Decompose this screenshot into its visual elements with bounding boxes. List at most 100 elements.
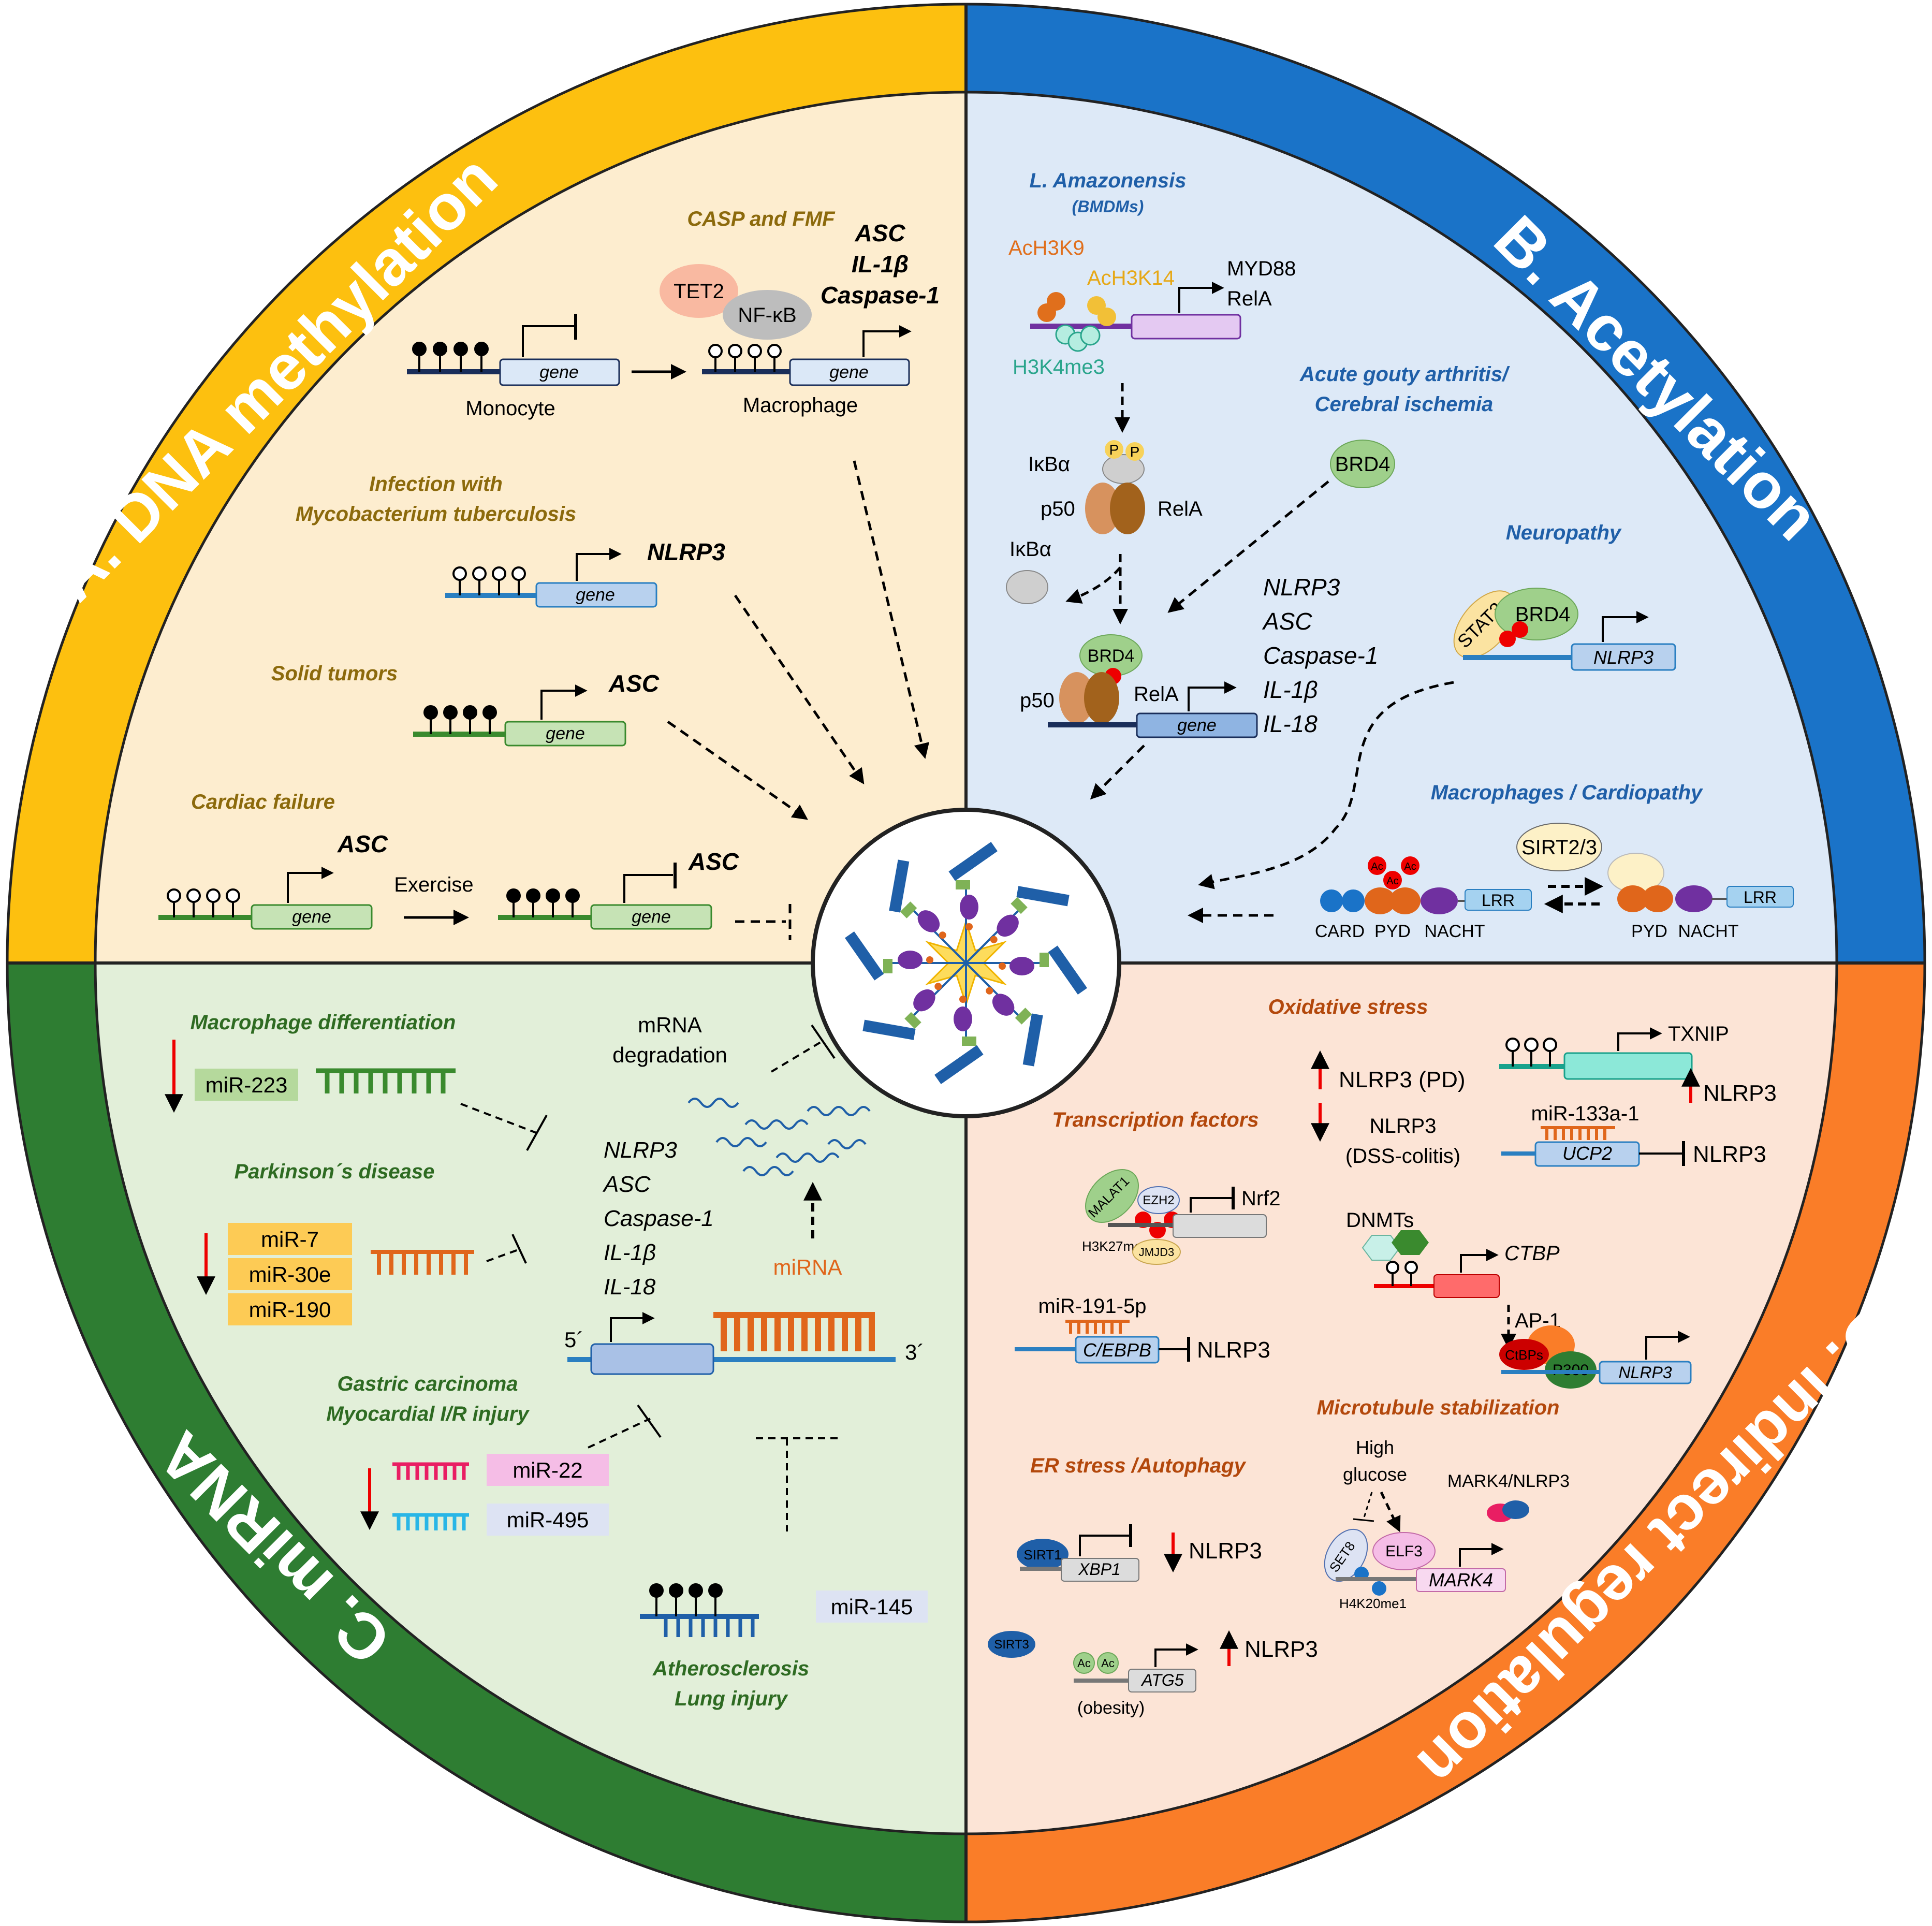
lrr-2 bbox=[1726, 886, 1794, 908]
target-il1b: IL-1β bbox=[1263, 676, 1318, 703]
asc-cardiac-label-1: ASC bbox=[337, 830, 388, 857]
brd4-free-label: BRD4 bbox=[1335, 453, 1391, 476]
dashed-brd4 bbox=[1167, 480, 1329, 613]
cardiac-gene-box-1 bbox=[251, 904, 373, 930]
dashed-to-center-b bbox=[1090, 745, 1145, 800]
gastric-1: Gastric carcinoma bbox=[337, 1373, 518, 1395]
nfkb-protein bbox=[723, 290, 812, 340]
athero-2: Lung injury bbox=[675, 1687, 788, 1710]
nlrp3-atg5: NLRP3 bbox=[1245, 1637, 1318, 1662]
methyl-groups-open bbox=[708, 344, 782, 372]
lrr-1 bbox=[1465, 889, 1532, 911]
dashed-glucose-1 bbox=[1363, 1492, 1373, 1520]
c-target-il18: IL-18 bbox=[604, 1274, 656, 1300]
ctbp-label: CTBP bbox=[1504, 1242, 1560, 1265]
c-target-asc: ASC bbox=[602, 1172, 651, 1197]
solid-gene-label: gene bbox=[546, 724, 585, 743]
nrf2-repress bbox=[1190, 1197, 1232, 1213]
methyl-groups-filled-cardiac bbox=[506, 888, 580, 917]
rela-protein-2 bbox=[1084, 672, 1119, 724]
nlrp3-txnip: NLRP3 bbox=[1703, 1081, 1777, 1106]
brd4-free bbox=[1330, 440, 1395, 488]
jmjd3-label: JMJD3 bbox=[1139, 1246, 1174, 1259]
rela-protein-1 bbox=[1110, 483, 1145, 534]
sirt23-label: SIRT2/3 bbox=[1521, 836, 1597, 859]
methyl-groups-open-inf bbox=[452, 566, 526, 595]
pyd-2 bbox=[1389, 887, 1421, 914]
three-prime: 3´ bbox=[905, 1340, 924, 1364]
mark4-promoter bbox=[1459, 1543, 1504, 1567]
txnip-promoter bbox=[1617, 1027, 1662, 1051]
set8 bbox=[1324, 1528, 1368, 1582]
tet2-protein bbox=[660, 264, 738, 318]
nlrp3-ucp2: NLRP3 bbox=[1693, 1142, 1766, 1167]
dnmt-hex-1 bbox=[1362, 1235, 1401, 1261]
asc-cardiac-label-2: ASC bbox=[688, 848, 739, 875]
c-target-il1b: IL-1β bbox=[604, 1240, 656, 1265]
p-label-2: P bbox=[1130, 444, 1140, 460]
h4k20me1-label: H4K20me1 bbox=[1339, 1596, 1407, 1611]
p-label-1: P bbox=[1109, 442, 1119, 458]
inhibit-deg-bar bbox=[811, 1024, 836, 1059]
ac-atg5-2 bbox=[1097, 1652, 1119, 1674]
dnmts-label: DNMTs bbox=[1346, 1209, 1414, 1232]
inhibit-gastric-bar bbox=[637, 1404, 662, 1438]
methyl-groups-open-cardiac bbox=[167, 888, 240, 917]
ac-atg5-1 bbox=[1073, 1652, 1095, 1674]
mir191-label: miR-191-5p bbox=[1038, 1295, 1147, 1318]
quadrant-b-content: L. Amazonensis (BMDMs) AcH3K9 AcH3K14 MY… bbox=[1006, 169, 1794, 941]
monocyte-gene-box bbox=[499, 358, 620, 386]
inhibit-223-bar bbox=[526, 1115, 548, 1151]
dss-label: (DSS-colitis) bbox=[1345, 1145, 1460, 1168]
txnip-label: TXNIP bbox=[1668, 1023, 1729, 1045]
mir190-label: miR-190 bbox=[249, 1297, 331, 1322]
myd88-label: MYD88 bbox=[1227, 257, 1296, 280]
sirt23-protein bbox=[1516, 823, 1602, 871]
target-nlrp3: NLRP3 bbox=[1263, 574, 1340, 601]
exercise-label: Exercise bbox=[394, 873, 473, 896]
atg5-label: ATG5 bbox=[1140, 1671, 1183, 1689]
methyl-groups-filled bbox=[412, 342, 489, 372]
lrr-label-1: LRR bbox=[1482, 891, 1515, 910]
gene-il1b-top: IL-1β bbox=[852, 251, 909, 278]
methyl-groups-athero bbox=[649, 1583, 723, 1616]
sirt3 bbox=[988, 1631, 1035, 1658]
degraded-mrna bbox=[687, 1098, 871, 1176]
mark4-box bbox=[1416, 1568, 1506, 1592]
ctbps-label: CtBPs bbox=[1505, 1347, 1543, 1363]
inflammasome-spokes bbox=[844, 841, 1088, 1085]
tf-label: Transcription factors bbox=[1052, 1108, 1258, 1131]
p50-label-2: p50 bbox=[1020, 689, 1055, 712]
acute-gout-2: Cerebral ischemia bbox=[1315, 393, 1494, 416]
ac-neuro-2 bbox=[1512, 621, 1528, 638]
neuro-promoter bbox=[1602, 611, 1649, 642]
athero-1: Atherosclerosis bbox=[652, 1657, 809, 1680]
nlrp3-ctbp-promoter bbox=[1645, 1331, 1690, 1360]
ach3k14-label: AcH3K14 bbox=[1087, 267, 1175, 289]
xbp1-box bbox=[1061, 1558, 1139, 1582]
ezh2-label: EZH2 bbox=[1143, 1193, 1174, 1207]
repressed-promoter-monocyte bbox=[522, 325, 575, 357]
pd-strand bbox=[371, 1250, 474, 1275]
pyd-3 bbox=[1617, 885, 1648, 912]
asc-solid-label: ASC bbox=[608, 670, 660, 697]
rela-label-2: RelA bbox=[1158, 498, 1203, 520]
ucp2-label: UCP2 bbox=[1562, 1143, 1612, 1164]
sirt1-label: SIRT1 bbox=[1023, 1547, 1061, 1563]
nfkb-label: NF-κB bbox=[738, 304, 796, 327]
ikba-label-1: IκBα bbox=[1028, 453, 1070, 476]
c-target-nlrp3: NLRP3 bbox=[604, 1137, 677, 1163]
ikba-protein-2 bbox=[1006, 570, 1048, 604]
mark4-nlrp3-2 bbox=[1502, 1500, 1529, 1519]
mir495-label: miR-495 bbox=[507, 1508, 589, 1532]
ac-pyd-3 bbox=[1401, 856, 1419, 875]
casp-fmf-label: CASP and FMF bbox=[687, 208, 836, 230]
p50-label-1: p50 bbox=[1041, 498, 1075, 520]
h4k20-mark-2 bbox=[1372, 1581, 1386, 1596]
ac-text-2: Ac bbox=[1386, 876, 1398, 887]
er-stress-label: ER stress /Autophagy bbox=[1030, 1454, 1246, 1477]
mirna-label: miRNA bbox=[773, 1255, 842, 1279]
target-promoter bbox=[1188, 681, 1237, 711]
mrna-gene-box bbox=[590, 1343, 714, 1375]
mir145-strand bbox=[664, 1616, 755, 1637]
